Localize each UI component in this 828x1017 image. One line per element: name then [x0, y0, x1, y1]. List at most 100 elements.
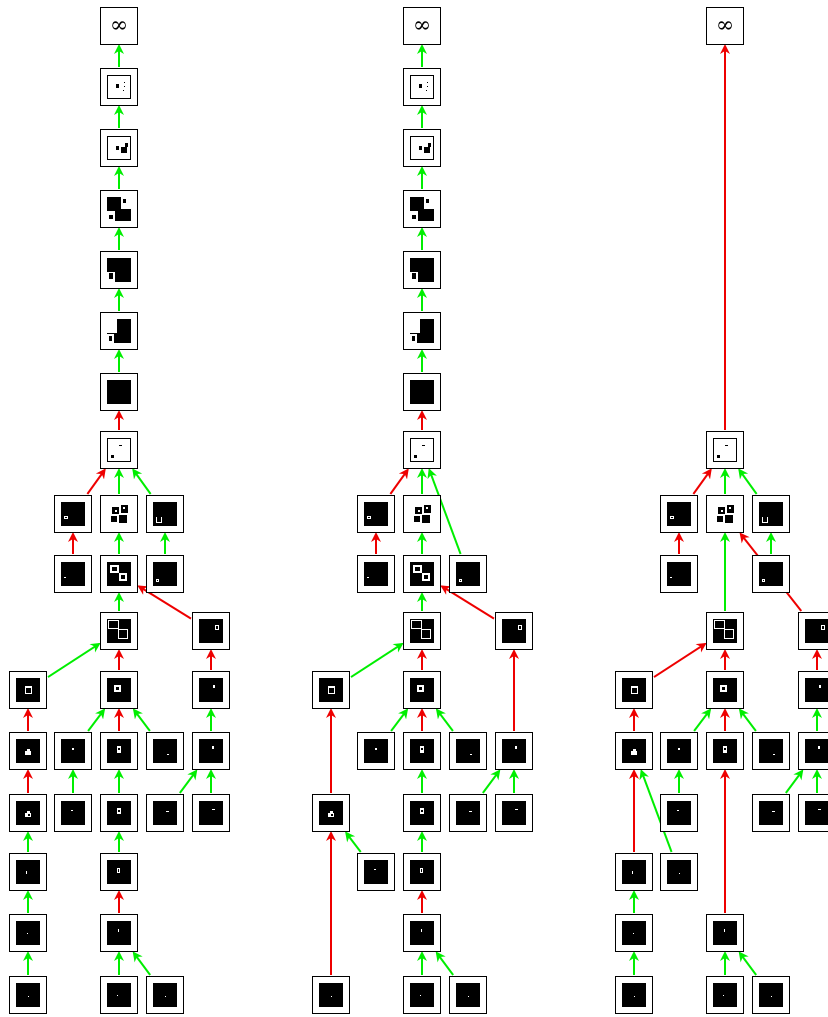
state-thumbnail	[410, 380, 434, 404]
right-node-r11	[798, 671, 828, 709]
left-node-a13	[54, 794, 92, 832]
left-node-root: ∞	[100, 7, 138, 45]
left-edge-l11-to-c10	[47, 642, 101, 678]
state-thumbnail	[319, 678, 343, 702]
right-node-d16	[752, 976, 790, 1014]
state-thumbnail	[107, 197, 131, 221]
middle-edge-d16-to-c15	[435, 951, 454, 976]
state-thumbnail	[622, 739, 646, 763]
left-node-m8	[100, 495, 138, 533]
state-thumbnail	[410, 319, 434, 343]
left-node-n3	[100, 190, 138, 228]
state-thumbnail	[199, 801, 223, 825]
left-node-l13	[9, 794, 47, 832]
state-thumbnail	[16, 678, 40, 702]
left-node-c13	[100, 794, 138, 832]
right-node-b14	[660, 853, 698, 891]
left-node-l14	[9, 853, 47, 891]
state-thumbnail	[107, 739, 131, 763]
middle-node-r13	[495, 794, 533, 832]
middle-node-e13	[449, 794, 487, 832]
left-node-l16	[9, 976, 47, 1014]
state-thumbnail	[410, 678, 434, 702]
left-edge-d12-to-c11	[132, 708, 151, 732]
left-node-a9	[54, 555, 92, 593]
state-thumbnail	[713, 983, 737, 1007]
state-thumbnail	[199, 619, 223, 643]
left-edge-b8-to-n7	[132, 468, 152, 495]
middle-node-c12	[403, 732, 441, 770]
state-thumbnail	[319, 801, 343, 825]
left-node-c10	[100, 612, 138, 650]
state-thumbnail	[622, 921, 646, 945]
middle-edge-a8-to-n7	[389, 468, 409, 495]
right-node-r12	[798, 732, 828, 770]
state-thumbnail	[364, 860, 388, 884]
state-thumbnail	[667, 502, 691, 526]
state-thumbnail	[805, 801, 828, 825]
middle-node-n5	[403, 312, 441, 350]
state-thumbnail	[319, 983, 343, 1007]
middle-node-c16	[403, 976, 441, 1014]
state-thumbnail	[622, 983, 646, 1007]
left-node-c12	[100, 732, 138, 770]
state-thumbnail	[364, 739, 388, 763]
state-thumbnail	[16, 860, 40, 884]
right-node-d12	[752, 732, 790, 770]
state-thumbnail	[713, 678, 737, 702]
right-edge-l11-to-c10	[653, 642, 707, 678]
left-node-c16	[100, 976, 138, 1014]
left-node-l11	[9, 671, 47, 709]
state-thumbnail	[759, 983, 783, 1007]
right-node-m8	[706, 495, 744, 533]
left-node-d16	[146, 976, 184, 1014]
left-node-a8	[54, 495, 92, 533]
right-node-e13	[752, 794, 790, 832]
middle-node-a9	[357, 555, 395, 593]
middle-node-root: ∞	[403, 7, 441, 45]
state-thumbnail	[410, 801, 434, 825]
state-thumbnail	[410, 619, 434, 643]
state-thumbnail	[199, 678, 223, 702]
state-thumbnail	[107, 75, 131, 99]
state-thumbnail	[667, 562, 691, 586]
state-thumbnail	[107, 562, 131, 586]
left-node-r13	[192, 794, 230, 832]
left-node-l15	[9, 914, 47, 952]
state-thumbnail	[107, 502, 131, 526]
state-thumbnail	[456, 562, 480, 586]
middle-node-d16	[449, 976, 487, 1014]
state-thumbnail	[153, 502, 177, 526]
state-thumbnail	[713, 502, 737, 526]
state-thumbnail	[410, 258, 434, 282]
left-node-n1	[100, 68, 138, 106]
left-node-c14	[100, 853, 138, 891]
state-thumbnail	[199, 739, 223, 763]
middle-node-m8	[403, 495, 441, 533]
state-thumbnail	[759, 739, 783, 763]
middle-edge-a13-to-l13	[345, 831, 362, 853]
middle-node-n2	[403, 129, 441, 167]
left-node-n7	[100, 431, 138, 469]
left-edge-a8-to-n7	[86, 468, 106, 495]
state-thumbnail	[107, 136, 131, 160]
left-node-r12	[192, 732, 230, 770]
left-edge-d16-to-c15	[132, 951, 151, 976]
state-thumbnail	[622, 860, 646, 884]
state-thumbnail	[456, 739, 480, 763]
middle-node-n7	[403, 431, 441, 469]
middle-node-a13	[357, 853, 395, 891]
middle-node-a12	[357, 732, 395, 770]
state-thumbnail	[107, 860, 131, 884]
left-node-n6	[100, 373, 138, 411]
state-thumbnail	[713, 619, 737, 643]
right-node-b9	[752, 555, 790, 593]
left-node-r11	[192, 671, 230, 709]
middle-node-l16	[312, 976, 350, 1014]
state-thumbnail	[805, 619, 828, 643]
state-thumbnail	[667, 860, 691, 884]
middle-node-l13	[312, 794, 350, 832]
right-node-c16	[706, 976, 744, 1014]
state-thumbnail	[502, 619, 526, 643]
